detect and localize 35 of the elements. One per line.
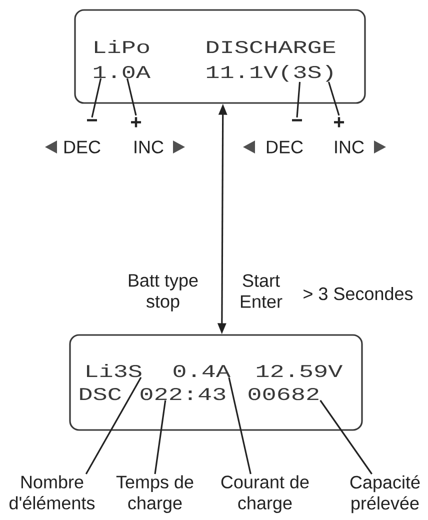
lcd-readout: DSC (80, 388, 121, 400)
key-label: INC (335, 140, 364, 154)
leader-line (154, 400, 166, 474)
leader-line (228, 377, 252, 474)
leader-line (328, 82, 340, 116)
key-label: DEC (266, 140, 303, 154)
lcd-readout: LiPo (95, 40, 149, 54)
lcd-readout: Li3S (87, 364, 142, 378)
key-label: INC (134, 140, 164, 154)
lcd-screen (74, 9, 366, 104)
lcd-readout: 0.4A (174, 364, 230, 378)
lcd-readout: 11.1V(3S) (206, 64, 332, 82)
key-label: Start Enter (240, 274, 282, 308)
leader-line (85, 376, 142, 474)
key-symbol: − (292, 119, 302, 122)
lcd-readout: 022:43 (140, 388, 226, 400)
key-symbol: − (87, 119, 97, 122)
key-symbol: + (334, 117, 344, 128)
duration-label: > 3 Secondes (304, 286, 413, 300)
leader-line (126, 78, 137, 116)
key-label: DEC (64, 140, 100, 154)
callout-label: Courant de charge (221, 475, 309, 513)
callout-label: Nombre d'éléments (10, 475, 95, 510)
key-label: Batt type stop (128, 274, 198, 312)
lcd-readout: DISCHARGE (207, 40, 336, 54)
lcd-readout: 12.59V (256, 364, 343, 378)
leader-line (296, 82, 301, 118)
leader-line (91, 78, 102, 118)
callout-label: Temps de charge (116, 475, 194, 513)
lcd-readout: 00682 (248, 388, 318, 400)
leader-line (320, 400, 372, 474)
key-symbol: + (131, 117, 142, 128)
callout-label: Capacité prélevée (350, 475, 420, 514)
lcd-screen (69, 334, 363, 431)
lcd-readout: 1.0A (94, 66, 150, 78)
